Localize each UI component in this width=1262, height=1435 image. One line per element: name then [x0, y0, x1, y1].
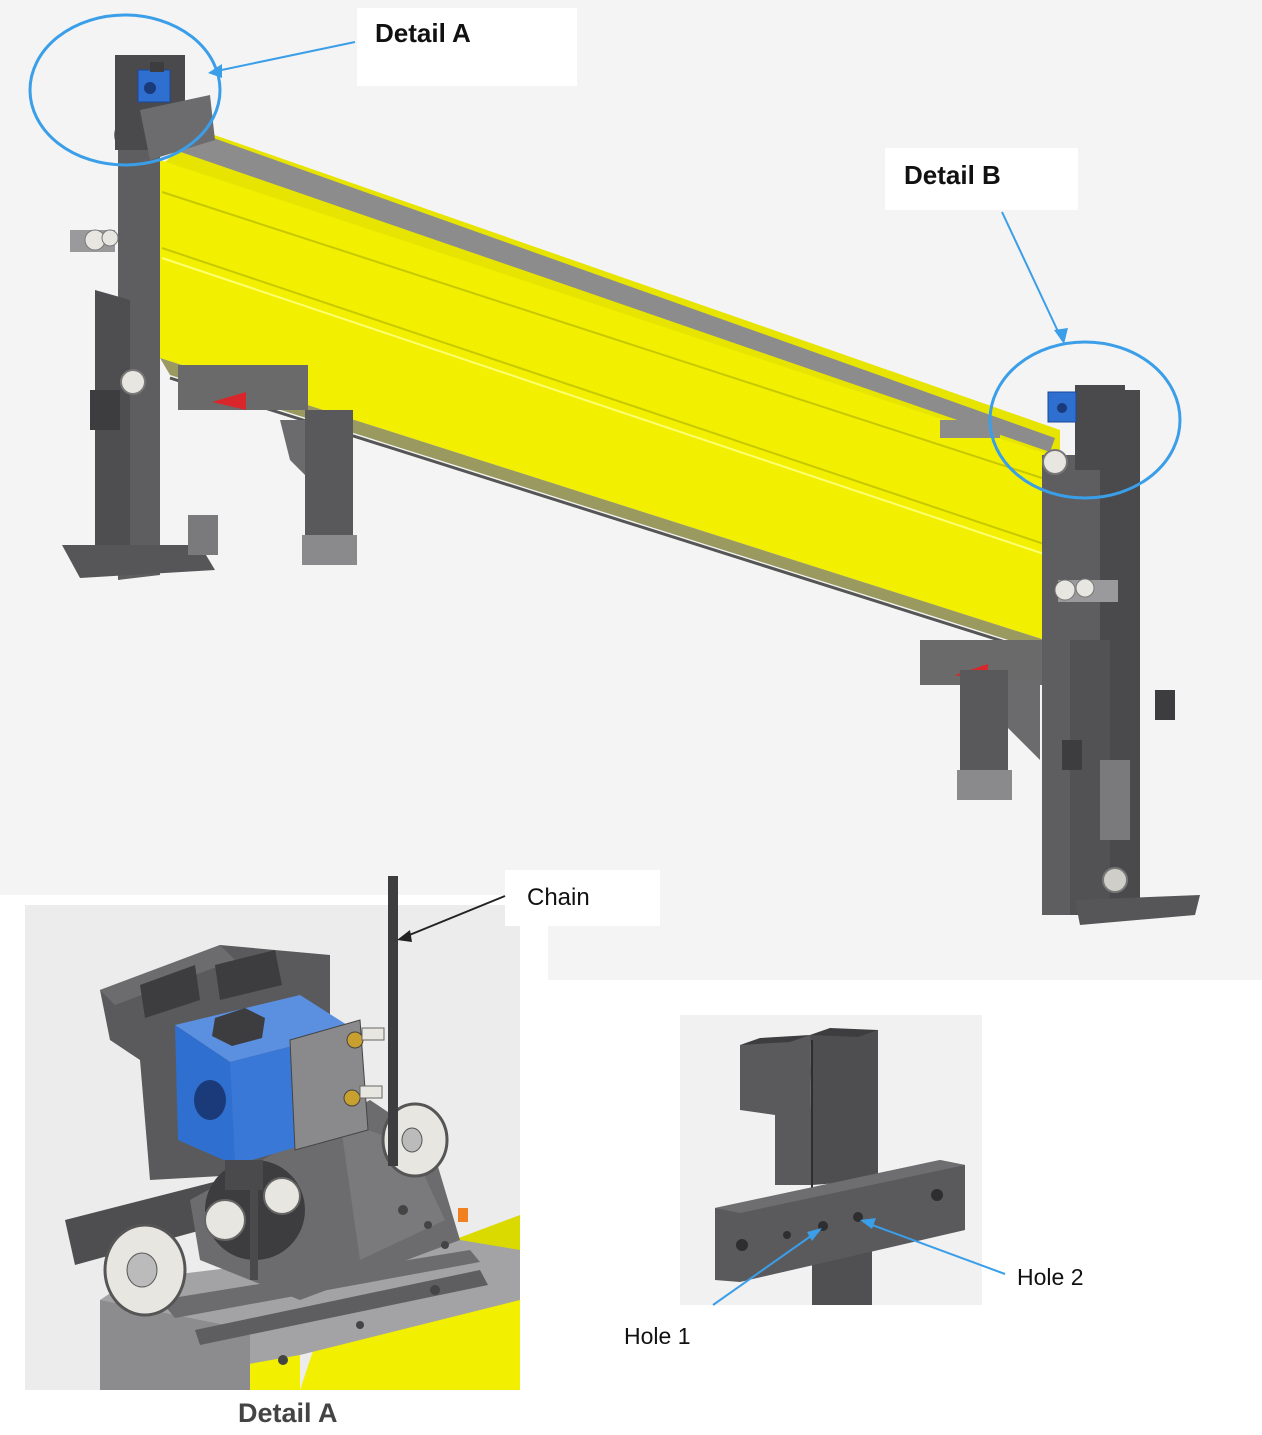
detail-b-cross-plate	[715, 1160, 965, 1282]
detail-a-frame-cutout-1	[140, 965, 200, 1018]
panel-front-face	[160, 160, 1050, 640]
detail-b-drawing	[712, 1028, 1006, 1306]
detail-a-bracket-plate	[340, 1120, 445, 1260]
detail-a-orange-pin	[458, 1208, 468, 1222]
callout-arrow-detail-a	[211, 41, 356, 73]
detail-a-pulley-inner-2	[263, 1177, 301, 1215]
detail-a-plate-hole-4	[441, 1241, 449, 1249]
left-post-base	[62, 545, 215, 578]
detail-b-post-top-left	[740, 1035, 810, 1045]
panel-ridge-1	[161, 191, 1049, 481]
right-head-frame	[1075, 385, 1125, 470]
detail-a-bracket-hole-1	[398, 1205, 408, 1215]
panel-underside	[160, 358, 1045, 650]
detail-a-roller-upper-inner	[401, 1127, 423, 1153]
label-box-chain	[505, 870, 660, 926]
panel-ridge-2	[161, 247, 1048, 546]
detail-b-post-left	[740, 1035, 812, 1185]
detail-a-plate-hole-2	[356, 1321, 364, 1329]
right-rail-plate	[940, 420, 1000, 438]
detail-b-hole-small	[783, 1231, 791, 1239]
hole-2-label: Hole 2	[1017, 1264, 1084, 1290]
hole-2-callout-line	[863, 1221, 1006, 1275]
right-adjuster	[1054, 578, 1118, 602]
top-rail	[175, 135, 1055, 452]
right-post-clamp-2	[1062, 740, 1082, 770]
detail-a-terminal-plate	[289, 1019, 369, 1151]
left-post-front	[95, 290, 130, 575]
detail-b-post-right	[810, 1030, 878, 1185]
detail-a-terminal-2	[343, 1089, 361, 1107]
detail-b-hole-end-left	[736, 1239, 748, 1251]
detail-b-label: Detail B	[904, 160, 1001, 190]
detail-a-plate-hole-1	[430, 1285, 440, 1295]
right-motor-hole	[1057, 403, 1067, 413]
detail-a-chain-rod	[388, 876, 398, 1166]
detail-a-terminal-stud-1	[361, 1027, 385, 1041]
red-marker-left	[212, 392, 246, 410]
detail-b-cross-plate-top	[715, 1160, 965, 1213]
detail-a-frame-cutout-2	[215, 950, 282, 1000]
detail-a-pulley-inner-1	[204, 1199, 246, 1241]
right-post-front-panel	[1070, 640, 1110, 915]
hole-1-label: Hole 1	[624, 1323, 691, 1349]
left-motor-cap	[150, 62, 164, 72]
left-adjuster	[70, 229, 119, 252]
detail-a-vertical-shaft	[250, 1185, 258, 1280]
detail-a-base-front	[100, 1300, 250, 1390]
callout-circle-detail-a	[28, 13, 222, 167]
left-post-bracket	[188, 515, 218, 555]
panel-ridge-3	[161, 257, 1048, 556]
detail-a-motor-hole	[194, 1080, 226, 1120]
detail-b-hole-end-right	[931, 1189, 943, 1201]
right-post-clamp-1	[1155, 690, 1175, 720]
left-head-plate	[140, 95, 215, 160]
detail-a-drawing	[65, 876, 520, 1390]
callout-circle-detail-b	[988, 340, 1182, 500]
detail-a-top-label: Detail A	[375, 18, 471, 48]
hole-1-callout-line	[712, 1230, 819, 1306]
detail-a-roller-large-inner	[126, 1252, 158, 1288]
callout-arrowhead-detail-b	[1054, 328, 1068, 344]
right-roller-base	[1102, 867, 1128, 893]
detail-b-post-top-right	[810, 1028, 878, 1037]
detail-a-motor-cap	[212, 1008, 265, 1046]
chain-callout-line	[401, 895, 506, 939]
right-post-base	[1075, 895, 1200, 925]
label-box-detail-b	[885, 148, 1078, 210]
right-mid-leg-foot	[957, 770, 1012, 800]
callout-arrow-detail-b	[1001, 211, 1063, 341]
left-mid-leg-foot	[302, 535, 357, 565]
detail-a-motor-top	[175, 995, 355, 1062]
right-post-connector	[1100, 760, 1130, 840]
chain-callout-arrowhead	[397, 930, 412, 942]
left-post-clamp	[90, 390, 120, 430]
overview-render-background-lower	[548, 880, 1262, 980]
detail-a-bottom-label: Detail A	[238, 1398, 338, 1428]
callout-arrowhead-detail-a	[208, 64, 222, 78]
right-roller-top	[1042, 449, 1068, 475]
hole-2-marker	[853, 1212, 863, 1222]
chain-label: Chain	[527, 884, 590, 911]
detail-a-rail-2	[195, 1270, 488, 1345]
hole-2-callout-arrowhead	[860, 1218, 876, 1229]
detail-a-terminal-stud-2	[359, 1085, 383, 1099]
overview-assembly	[62, 55, 1200, 925]
hole-1-callout-arrowhead	[807, 1228, 822, 1241]
left-motor-hole	[144, 82, 156, 94]
detail-a-terminal-1	[346, 1031, 364, 1049]
label-box-detail-a	[357, 8, 577, 86]
left-roller-lower	[120, 369, 146, 395]
detail-a-bracket-hole-2	[424, 1221, 432, 1229]
detail-a-plate-hole-3	[278, 1355, 288, 1365]
